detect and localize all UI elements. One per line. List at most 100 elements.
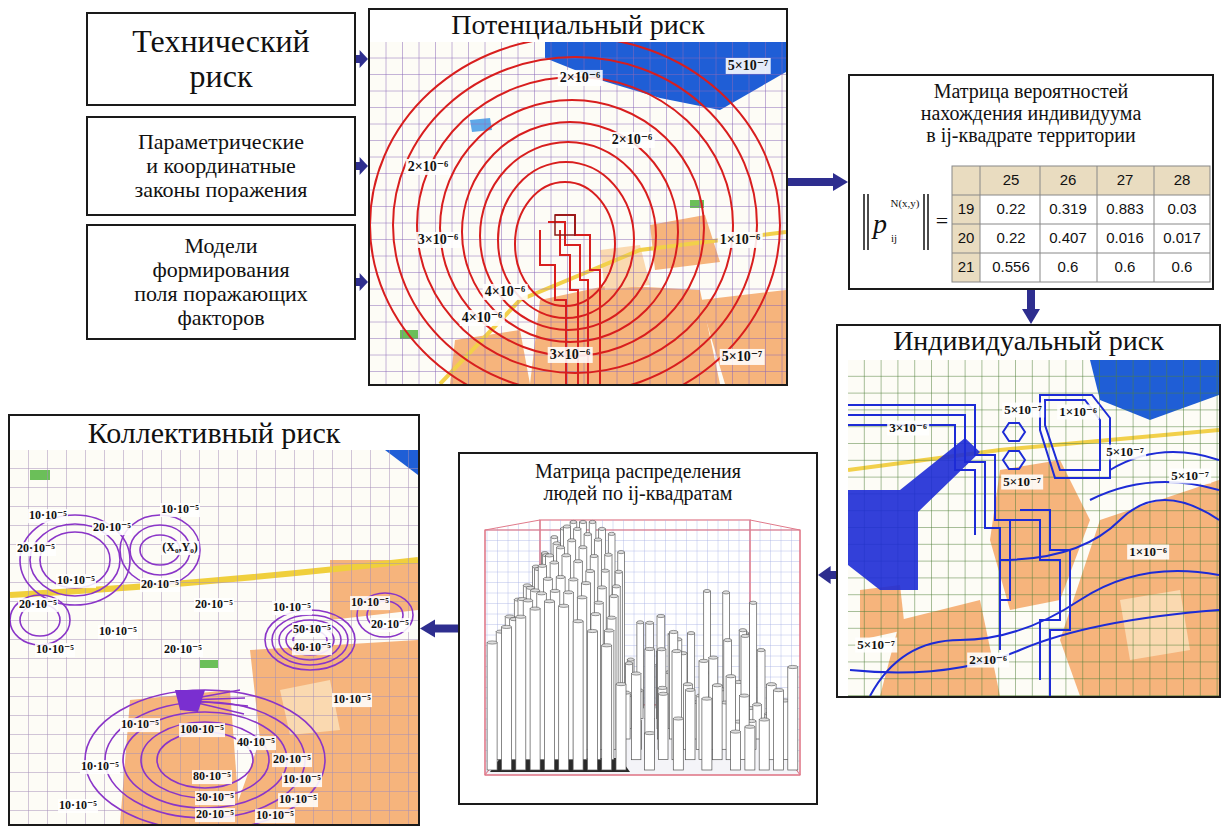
bar-top [612, 585, 620, 588]
bar-top [646, 621, 654, 624]
table-cell: 0.6 [1058, 258, 1079, 275]
map-path [1010, 520, 1060, 680]
contour-label: 30·10⁻⁵ [195, 791, 235, 805]
contour-label: 3×10⁻⁶ [548, 347, 593, 363]
contour-label: 20·10⁻⁵ [272, 753, 312, 767]
box-text: Параметрические и координатные законы по… [131, 130, 311, 203]
map-g [10, 515, 413, 824]
map-ellipse [265, 610, 355, 670]
box-text: Технический риск [116, 24, 326, 94]
contour-label: 40·10⁻⁵ [236, 736, 276, 750]
bar-top [607, 616, 616, 619]
bar-top [557, 546, 565, 549]
contour-label: 10·10⁻⁵ [35, 643, 75, 657]
arrow-head [833, 173, 848, 191]
bar-top [562, 554, 570, 557]
people-bar [587, 631, 597, 770]
map-rect [952, 166, 1210, 195]
bar-top [574, 527, 581, 530]
map-rect [555, 215, 575, 235]
table-cell: 0.883 [1106, 200, 1144, 217]
contour-label: 10·10⁻⁵ [278, 793, 318, 807]
people-bar [686, 690, 696, 760]
process-box: Параметрические и координатные законы по… [86, 116, 356, 216]
bar-top [530, 607, 540, 610]
bar-top [523, 599, 532, 602]
panel-title: Матрица вероятностей нахождения индивиду… [920, 80, 1142, 146]
bar-top [759, 718, 769, 721]
contour-label: 100·10⁻⁵ [179, 723, 225, 737]
bar-top [745, 725, 755, 728]
arrow-head [360, 273, 368, 291]
bar-top [739, 629, 746, 632]
bar-top [709, 656, 718, 659]
bar-top [538, 564, 546, 567]
contour-label: (X₀,Y₀) [161, 541, 199, 555]
map-rect [952, 195, 980, 282]
bar-top [516, 615, 526, 618]
map-path [850, 610, 1219, 673]
contour-label: 5×10⁻⁷ [1169, 469, 1211, 484]
contour-label: 10·10⁻⁵ [282, 773, 322, 787]
map-path [864, 194, 928, 250]
bar-top [702, 697, 712, 700]
bar-top [587, 629, 597, 632]
map-rect [370, 42, 786, 384]
bar-top [616, 683, 626, 686]
people-bar [745, 727, 755, 770]
bar-top [767, 683, 776, 686]
bar-top [731, 730, 741, 733]
map-ellipse [440, 100, 704, 356]
bar-top [688, 632, 695, 635]
bar-top [568, 539, 576, 542]
map-g [848, 395, 1219, 696]
flow-arrow [1022, 290, 1040, 324]
map-path [952, 166, 1210, 282]
bar-top [618, 551, 625, 554]
table-cell: 28 [1174, 171, 1191, 188]
bar-top [591, 613, 600, 616]
bar-top [582, 582, 591, 585]
bar-top [550, 589, 559, 592]
table-cell: 26 [1060, 171, 1077, 188]
contour-label: 10·10⁻⁵ [272, 601, 312, 615]
bar-top [750, 601, 757, 604]
contour-label: 10·10⁻⁵ [80, 760, 120, 774]
contour-label: 20·10⁻⁵ [163, 643, 203, 657]
panel-box: Коллективный риск [8, 414, 420, 826]
bar-top [774, 689, 784, 692]
bar-top [563, 525, 570, 528]
bar-top [645, 647, 654, 650]
people-bar [788, 667, 798, 770]
bar-top [713, 684, 722, 687]
bar-top [577, 596, 586, 599]
contour-label: 2×10⁻⁶ [967, 653, 1009, 668]
map-rect [10, 450, 418, 824]
map-path [870, 571, 1219, 696]
table-cell: 21 [958, 258, 975, 275]
bar-top [657, 614, 665, 617]
contour-label: 5×10⁻⁷ [1002, 403, 1044, 418]
panel-title: Индивидуальный риск [893, 326, 1164, 357]
arrow-shaft [788, 178, 836, 186]
potential-risk-map [370, 42, 786, 384]
contour-label: 20·10⁻⁵ [194, 598, 234, 612]
map-path [1040, 395, 1110, 478]
matrix-symbol: N(x,y) [890, 197, 919, 210]
map-ellipse [85, 690, 325, 824]
flow-arrow [420, 620, 458, 638]
bar-top [704, 589, 711, 592]
map-ellipse [480, 142, 656, 330]
contour-label: 10·10⁻⁵ [255, 809, 295, 823]
people-bar [702, 699, 712, 770]
process-box: Модели формирования поля поражающих факт… [86, 224, 356, 340]
people-distribution-chart [485, 520, 800, 775]
bar-top [669, 630, 677, 633]
contour-label: 20·10⁻⁵ [140, 578, 180, 592]
collective-risk-map [10, 450, 418, 824]
contour-label: 2×10⁻⁶ [610, 132, 655, 148]
flow-arrow [788, 173, 848, 191]
map-polygon [175, 690, 205, 712]
panel-title: Коллективный риск [88, 416, 341, 449]
arrow-head [1022, 309, 1040, 324]
